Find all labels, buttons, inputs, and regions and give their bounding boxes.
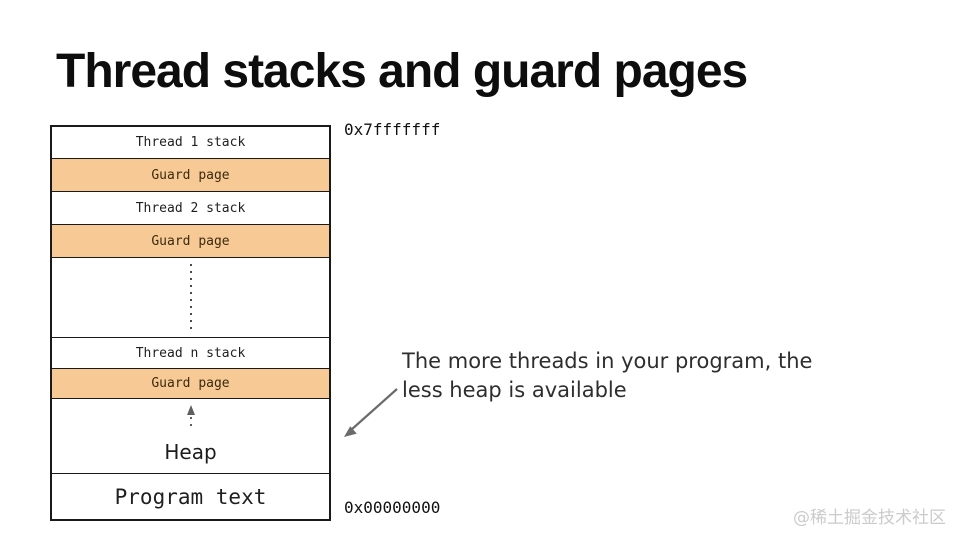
memory-layout-diagram: Thread 1 stack Guard page Thread 2 stack… [50, 125, 331, 521]
row-program-text: Program text [52, 474, 329, 519]
dotted-stem-icon [189, 417, 192, 431]
annotation-line-1: The more threads in your program, the [402, 349, 813, 373]
row-thread-2-stack: Thread 2 stack [52, 192, 329, 225]
annotation-text: The more threads in your program, the le… [402, 347, 862, 405]
row-label: Guard page [151, 167, 230, 183]
row-label: Thread 1 stack [135, 135, 246, 150]
row-guard-page-1: Guard page [52, 159, 329, 192]
annotation-line-2: less heap is available [402, 378, 627, 402]
heap-grows-up-arrow-icon [186, 405, 195, 431]
watermark: @稀土掘金技术社区 [793, 508, 946, 528]
row-guard-page-3: Guard page [52, 369, 329, 399]
row-thread-n-stack: Thread n stack [52, 338, 329, 369]
row-label: Heap [164, 440, 217, 464]
row-label: Thread n stack [135, 345, 246, 361]
row-heap: Heap [52, 399, 329, 474]
row-guard-page-2: Guard page [52, 225, 329, 258]
vertical-dots-icon [189, 264, 192, 334]
address-bottom: 0x00000000 [344, 498, 441, 517]
row-label: Guard page [151, 376, 230, 391]
arrowhead-up-icon [186, 405, 195, 415]
row-more-stacks-ellipsis [52, 258, 329, 338]
page-title: Thread stacks and guard pages [56, 45, 748, 98]
annotation-arrow-icon [344, 388, 398, 437]
address-top: 0x7fffffff [344, 120, 441, 139]
row-label: Program text [114, 484, 267, 509]
row-label: Thread 2 stack [135, 200, 246, 216]
row-label: Guard page [151, 233, 230, 249]
row-thread-1-stack: Thread 1 stack [52, 127, 329, 159]
